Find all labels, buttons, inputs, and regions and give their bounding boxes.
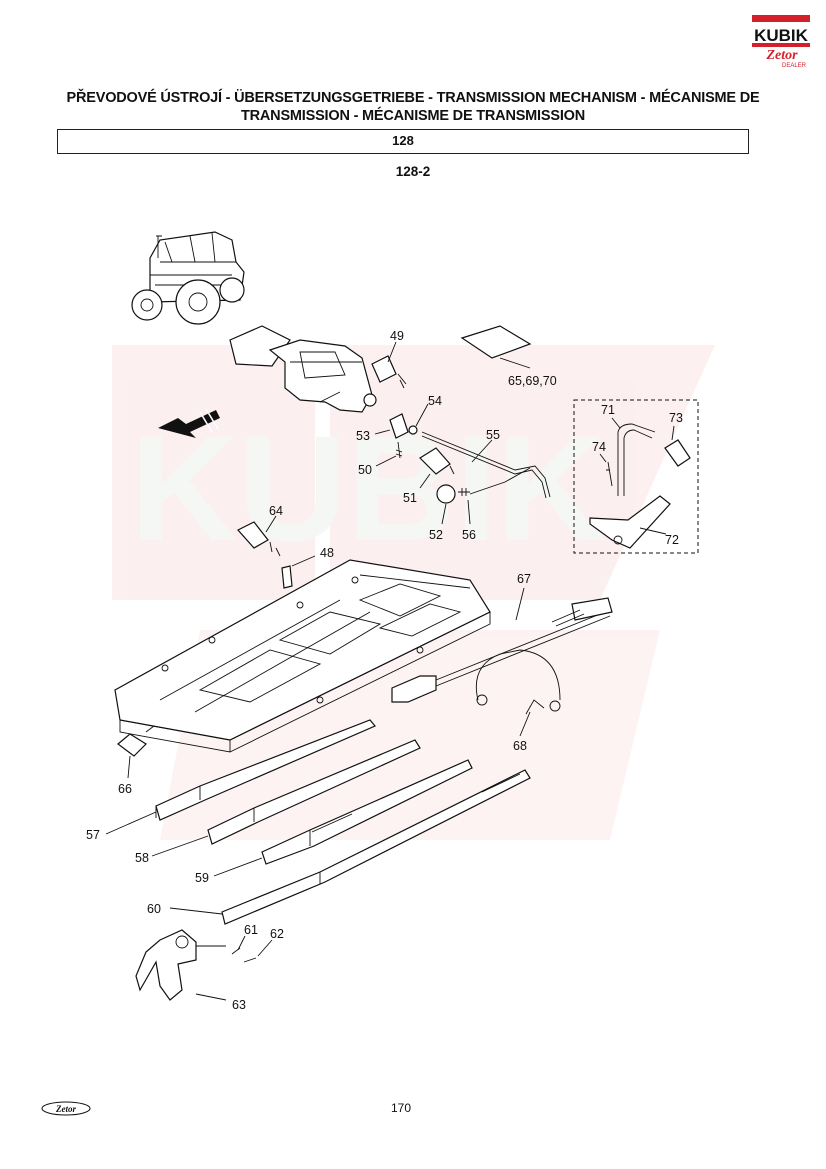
page-title: PŘEVODOVÉ ÚSTROJÍ - ÜBERSETZUNGSGETRIEBE… (66, 90, 760, 124)
callout-68: 68 (513, 739, 527, 753)
part-53-54-50 (374, 403, 429, 467)
part-64-48 (237, 515, 316, 589)
svg-text:KUBIK: KUBIK (130, 404, 605, 572)
shift-fork-63 (135, 929, 273, 1001)
kubik-zetor-logo: KUBIK Zetor DEALER (752, 15, 810, 69)
zetor-footer-logo: Zetor (41, 1101, 91, 1116)
section-number: 128 (392, 133, 414, 148)
callout-71: 71 (601, 403, 615, 417)
callout-60: 60 (147, 902, 161, 916)
callout-66: 66 (118, 782, 132, 796)
svg-text:Zetor: Zetor (55, 1104, 76, 1114)
callout-52: 52 (429, 528, 443, 542)
callout-57: 57 (86, 828, 100, 842)
inset-parts-71-74 (573, 399, 699, 554)
callout-55: 55 (486, 428, 500, 442)
callout-49: 49 (390, 329, 404, 343)
callout-50: 50 (358, 463, 372, 477)
callout-54: 54 (428, 394, 442, 408)
part-67-rail (391, 587, 613, 737)
callout-72: 72 (665, 533, 679, 547)
callout-63: 63 (232, 998, 246, 1012)
callout-74: 74 (592, 440, 606, 454)
callout-51: 51 (403, 491, 417, 505)
base-plate (114, 559, 491, 753)
part-66 (117, 725, 155, 779)
callout-65-69-70: 65,69,70 (508, 374, 557, 388)
part-49 (371, 341, 407, 389)
callout-67: 67 (517, 572, 531, 586)
page-number: 170 (390, 1101, 412, 1115)
callout-56: 56 (462, 528, 476, 542)
shift-rails (105, 719, 531, 925)
forward-arrow (158, 408, 220, 438)
subsection-number: 128-2 (395, 164, 431, 179)
section-number-box: 128 (57, 129, 749, 154)
callout-61: 61 (244, 923, 258, 937)
callout-59: 59 (195, 871, 209, 885)
callout-62: 62 (270, 927, 284, 941)
part-51-52-56 (419, 447, 471, 525)
svg-text:KUBIK: KUBIK (754, 26, 809, 45)
callout-73: 73 (669, 411, 683, 425)
callout-53: 53 (356, 429, 370, 443)
tractor-illustration (131, 231, 245, 325)
svg-text:DEALER: DEALER (782, 63, 807, 69)
shift-housing (229, 325, 377, 413)
callout-64: 64 (269, 504, 283, 518)
svg-text:Zetor: Zetor (765, 48, 798, 63)
part-55-rod (421, 431, 551, 499)
part-65-gasket (460, 325, 532, 359)
callout-48: 48 (320, 546, 334, 560)
callout-58: 58 (135, 851, 149, 865)
